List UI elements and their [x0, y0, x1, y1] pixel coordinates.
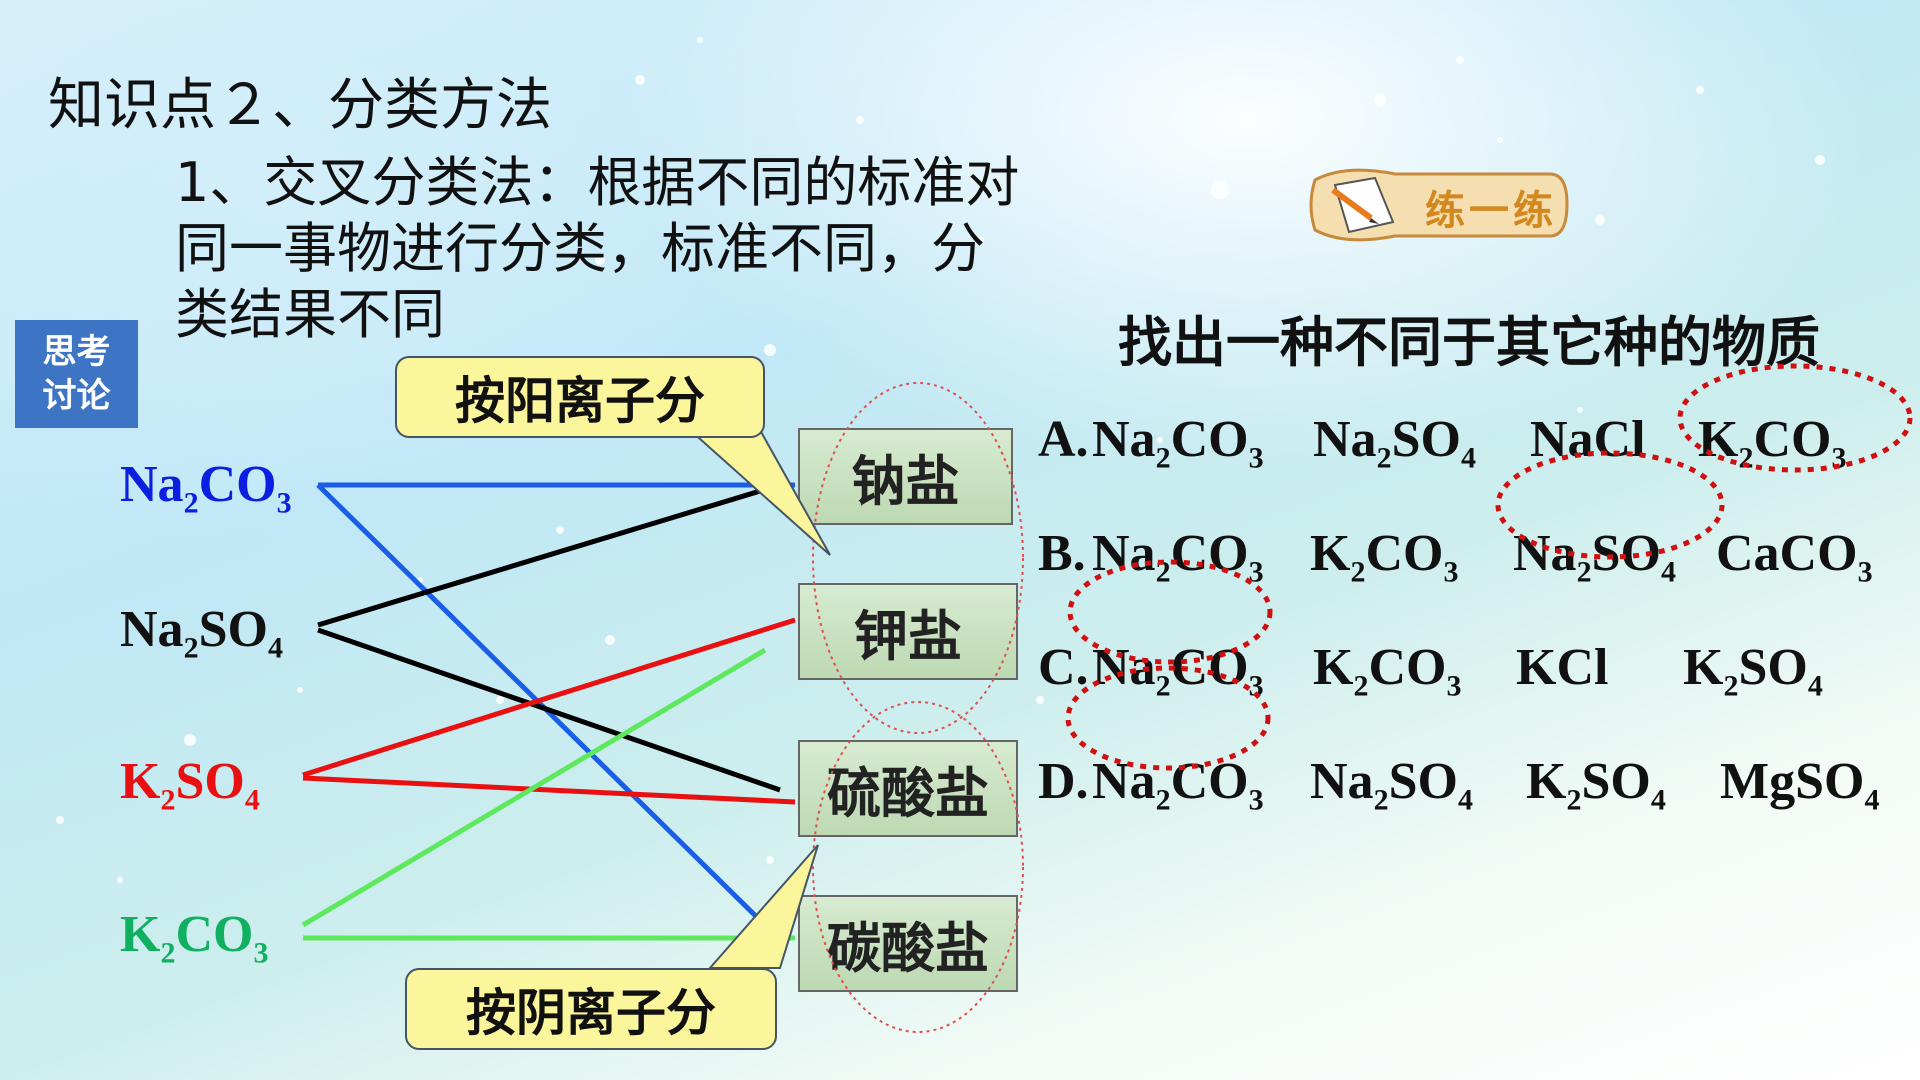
practice-badge: 练一练 — [1305, 160, 1570, 248]
anion-group-ellipse — [812, 701, 1024, 1033]
discuss-badge-label: 思考讨论 — [42, 332, 111, 416]
compound-k2so4: K2SO4 — [120, 753, 260, 817]
category-sodium-salt: 钠盐 — [798, 428, 1013, 525]
line-na2so4-sodium — [317, 482, 781, 628]
cation-note: 按阳离子分 — [395, 356, 765, 438]
page-title: 知识点２、分类方法 — [48, 73, 552, 138]
pencil-paper-icon — [1309, 168, 1569, 242]
classification-description: 1、交叉分类法：根据不同的标准对同一事物进行分类，标准不同，分类结果不同 — [175, 151, 1020, 346]
compound-k2co3: K2CO3 — [120, 906, 269, 970]
line-na2so4-sulfate — [317, 627, 781, 793]
practice-badge-label: 练一练 — [1425, 187, 1557, 234]
highlight-a-k2co3 — [1677, 363, 1913, 473]
compound-na2co3: Na2CO3 — [120, 456, 292, 520]
line-k2so4-potassium — [302, 617, 796, 778]
practice-question: 找出一种不同于其它种的物质 — [1118, 311, 1820, 374]
highlight-c-na2co3-bottom — [1065, 665, 1271, 771]
cation-group-ellipse — [812, 382, 1024, 734]
compound-na2so4: Na2SO4 — [120, 601, 283, 665]
anion-note: 按阴离子分 — [405, 968, 777, 1050]
highlight-b-na2so4 — [1495, 450, 1725, 560]
line-k2so4-sulfate — [302, 775, 796, 805]
line-k2co3-potassium — [301, 647, 767, 928]
category-carbonate-salt: 碳酸盐 — [798, 895, 1018, 992]
discuss-badge: 思考讨论 — [15, 320, 138, 428]
category-sulfate-salt: 硫酸盐 — [798, 740, 1018, 837]
highlight-c-na2co3-top — [1067, 559, 1273, 665]
